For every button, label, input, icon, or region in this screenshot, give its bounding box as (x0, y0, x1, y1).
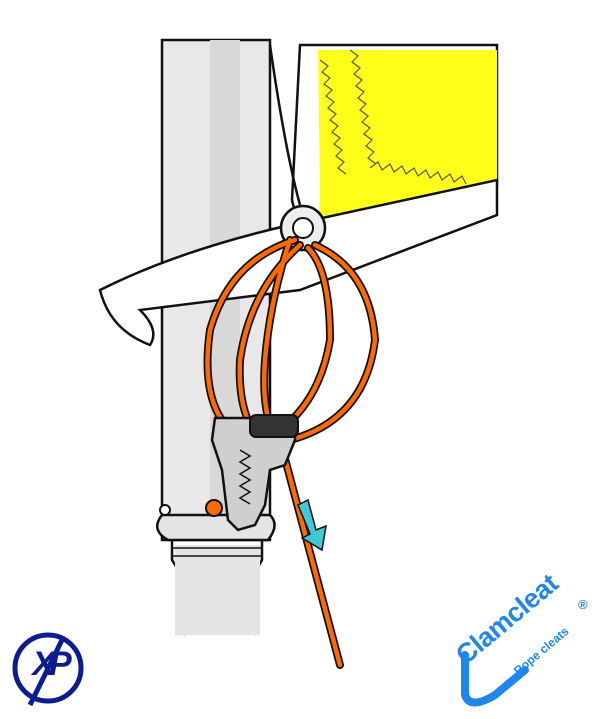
clamcleat-logo-mark (461, 651, 529, 707)
mast (155, 38, 276, 636)
tack-strap (98, 178, 499, 347)
registered-mark: ® (578, 597, 588, 612)
rope-cleat (205, 414, 299, 532)
xp-logo-text: XP (32, 645, 71, 683)
xp-logo (12, 632, 84, 707)
pull-direction-arrow-icon (297, 498, 327, 552)
rope-loops (203, 236, 380, 669)
